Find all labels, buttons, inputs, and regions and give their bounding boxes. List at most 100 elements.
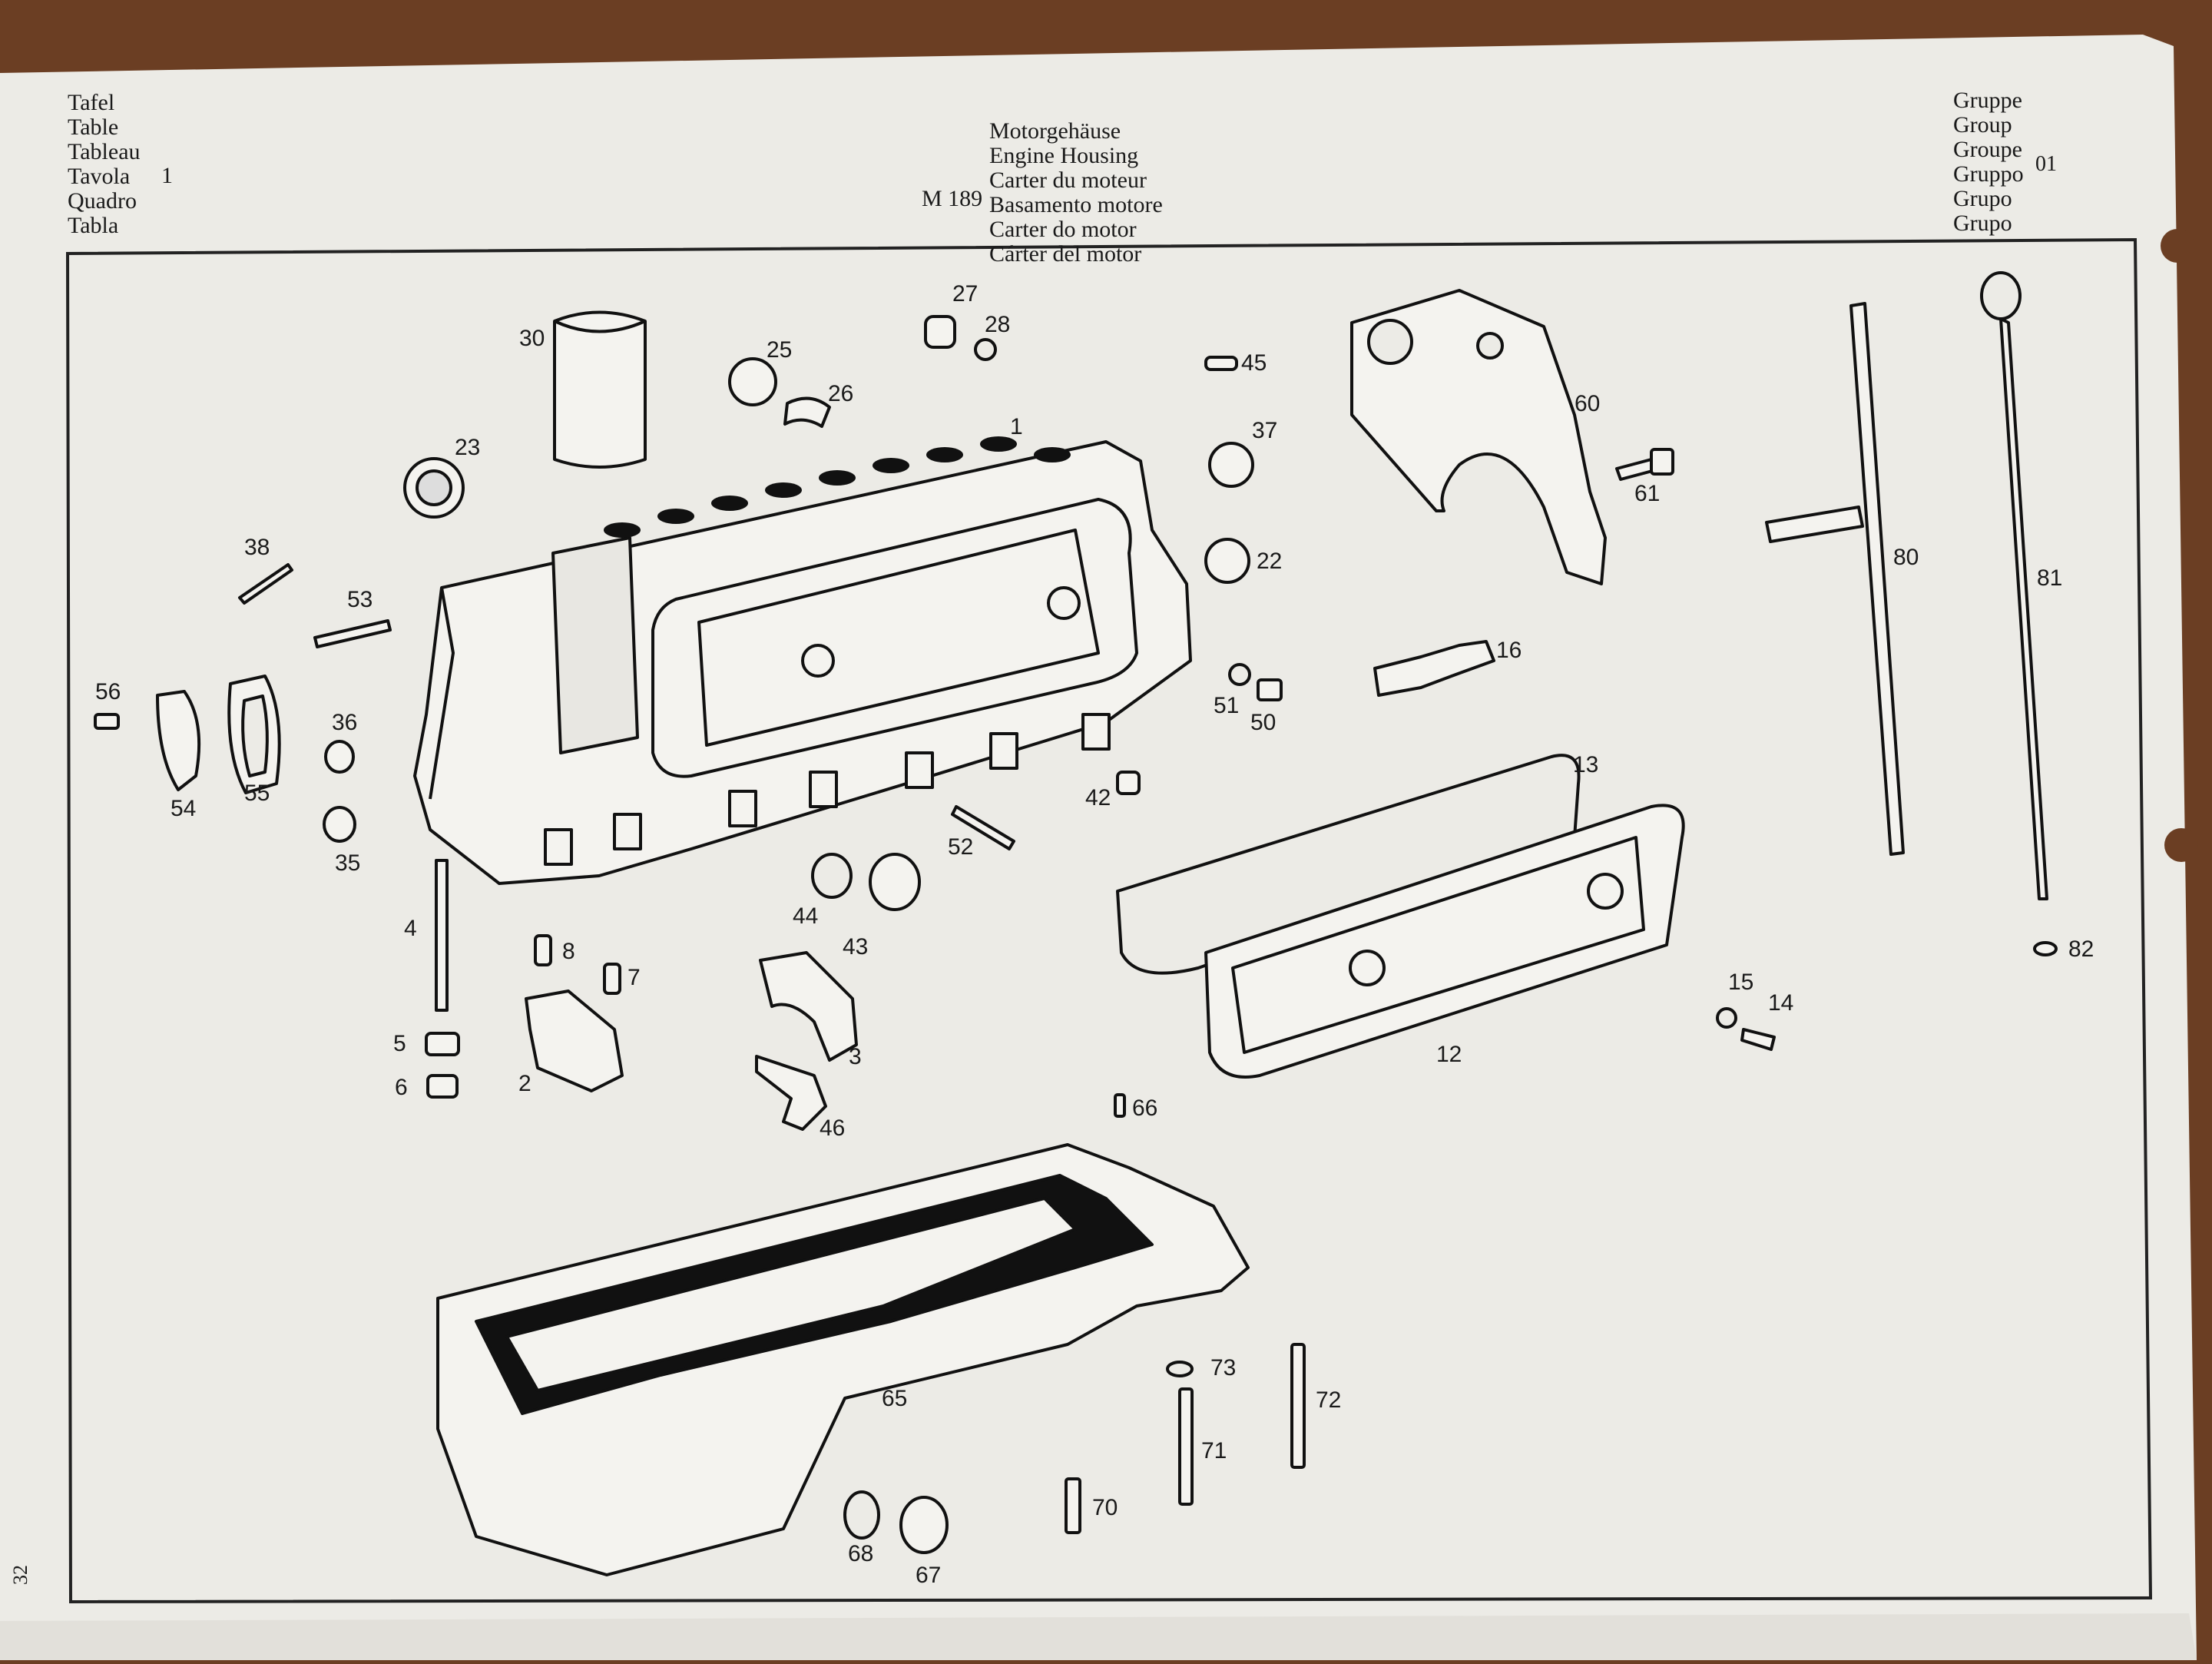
label-tabla: Tabla [68,213,119,238]
callout-60: 60 [1575,391,1600,416]
end-plate [1350,289,1607,585]
callout-55: 55 [244,781,270,806]
table-number: 1 [161,163,173,188]
label-group: Group [1953,112,2012,138]
title-de: Motorgehäuse [989,118,1121,144]
block-side-cover [651,498,1138,778]
bearing-cap-3 [759,951,858,1062]
title-block: Motorgehäuse Engine Housing Carter du mo… [989,119,1163,267]
callout-30: 30 [519,326,545,351]
callout-37: 37 [1252,418,1277,443]
nut-6 [426,1074,459,1099]
washer-51 [1228,663,1251,686]
callout-25: 25 [767,337,792,363]
seal-68 [843,1490,880,1540]
callout-65: 65 [882,1386,907,1411]
dowel-7 [603,963,621,995]
plug-36 [324,740,355,774]
title-it: Basamento motore [989,192,1163,217]
callout-46: 46 [820,1115,845,1141]
callout-1: 1 [1010,414,1023,439]
callout-61: 61 [1634,481,1660,506]
title-pt: Carter do motor [989,217,1137,242]
screw-56 [94,713,120,730]
callout-5: 5 [393,1031,406,1056]
plug-35 [323,806,356,843]
callout-22: 22 [1257,549,1282,574]
bolt-72 [1290,1343,1306,1469]
left-header: Tafel Table Tableau Tavola Quadro Tabla [68,91,141,238]
pin-45 [1204,356,1238,371]
diagram-frame [65,237,2153,1604]
bearing-cap-2 [525,989,624,1092]
callout-71: 71 [1201,1438,1227,1463]
callout-54: 54 [171,796,196,821]
callout-50: 50 [1250,710,1276,735]
callout-15: 15 [1728,970,1753,995]
punch-hole [2161,229,2194,263]
plug-22 [1204,538,1250,584]
washer-73 [1166,1361,1194,1377]
callout-82: 82 [2068,936,2094,962]
washer-28 [974,338,997,361]
callout-38: 38 [244,535,270,560]
stud-4 [435,859,449,1012]
gasket-13 [1116,754,1581,975]
page-number: 32 [9,1565,31,1585]
label-gruppe: Gruppe [1953,88,2022,113]
bolt-71 [1178,1387,1194,1506]
callout-16: 16 [1496,638,1522,663]
title-fr: Carter du moteur [989,167,1147,193]
title-es: Cárter del motor [989,241,1142,267]
bracket-16 [1373,640,1495,697]
callout-28: 28 [985,312,1010,337]
title-en: Engine Housing [989,143,1139,168]
sleeve-42 [1116,771,1141,795]
callout-3: 3 [849,1044,862,1069]
label-grupo-pt: Grupo [1953,186,2012,211]
dowel-8 [534,934,552,966]
callout-44: 44 [793,903,818,929]
plug-37 [1208,442,1254,488]
callout-2: 2 [518,1071,531,1096]
paper-sheet [0,35,2197,1660]
cover-54 [156,690,201,791]
plug-27 [924,315,956,349]
callout-53: 53 [347,587,373,612]
callout-23: 23 [455,435,480,460]
bracket-46 [755,1055,827,1131]
callout-70: 70 [1092,1495,1118,1520]
callout-43: 43 [843,934,868,960]
callout-7: 7 [628,965,641,990]
callout-4: 4 [404,916,417,941]
model-code: M 189 [922,186,983,211]
callout-73: 73 [1210,1355,1236,1381]
part-callouts: 1234567812131415162223252627283035363738… [95,281,2094,1588]
dipstick-tube-80 [1849,302,1905,856]
callout-35: 35 [335,850,360,876]
right-header: Gruppe Group Groupe Gruppo Grupo Grupo [1953,88,2024,236]
label-tafel: Tafel [68,90,115,115]
stud-53 [313,619,392,648]
stud-52 [951,805,1015,850]
group-number: 01 [2035,152,2057,176]
seal-44 [811,853,853,899]
label-grupo-es: Grupo [1953,210,2012,236]
label-table: Table [68,114,119,140]
callout-52: 52 [948,834,973,860]
plug-25 [728,357,777,406]
punch-hole [2164,828,2198,862]
cylinder-liner [553,310,647,469]
callout-8: 8 [562,939,575,964]
label-gruppo: Gruppo [1953,161,2024,187]
bolt-70 [1065,1477,1081,1534]
callout-26: 26 [828,381,853,406]
callout-51: 51 [1214,693,1239,718]
callout-36: 36 [332,710,357,735]
drain-plug-67 [899,1496,949,1554]
callout-42: 42 [1085,785,1111,810]
pin-38 [238,563,293,605]
callout-56: 56 [95,679,121,704]
screw-14 [1740,1028,1776,1051]
